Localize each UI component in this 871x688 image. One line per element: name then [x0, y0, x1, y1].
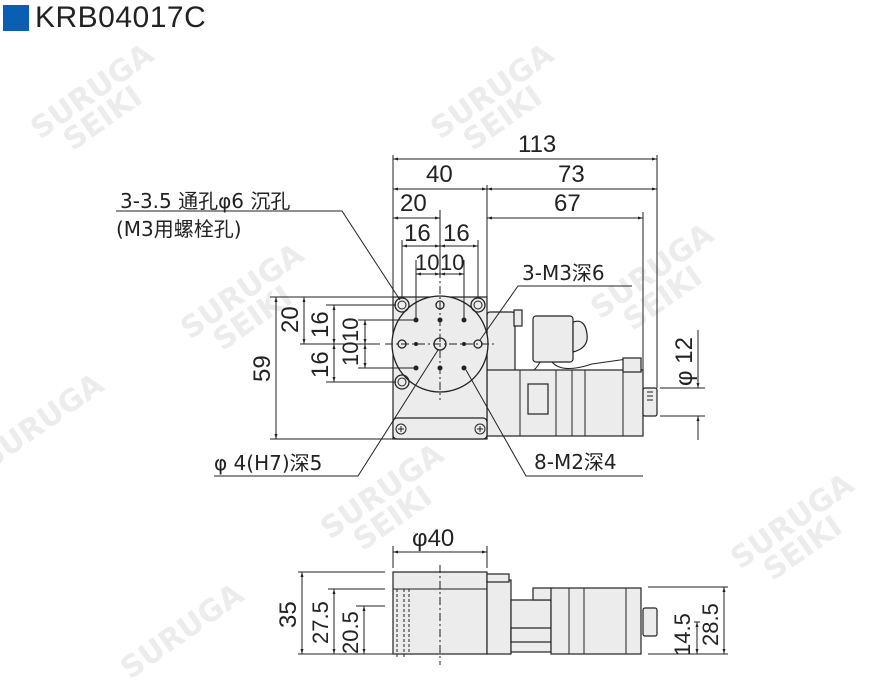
svg-text:10: 10: [338, 342, 363, 366]
svg-text:28.5: 28.5: [698, 603, 723, 646]
svg-text:10: 10: [415, 250, 439, 275]
svg-text:20: 20: [277, 306, 304, 333]
svg-text:8-M2深4: 8-M2深4: [534, 450, 617, 474]
svg-text:40: 40: [426, 161, 453, 188]
svg-text:73: 73: [558, 161, 585, 188]
svg-text:16: 16: [443, 220, 470, 247]
title-marker-square: [3, 5, 29, 31]
svg-text:10: 10: [338, 318, 363, 342]
svg-text:φ40: φ40: [412, 525, 454, 552]
model-number: KRB04017C: [35, 1, 207, 34]
svg-text:14.5: 14.5: [670, 613, 695, 656]
side-view: φ40 35 27.5 20.5 28.5 14.5: [275, 525, 728, 665]
svg-text:20: 20: [400, 190, 427, 217]
svg-text:(M3用螺栓孔): (M3用螺栓孔): [116, 217, 242, 241]
svg-text:φ 12: φ 12: [671, 337, 698, 386]
svg-text:16: 16: [307, 311, 334, 338]
svg-text:φ 4(H7)深5: φ 4(H7)深5: [214, 451, 322, 475]
svg-text:16: 16: [404, 220, 431, 247]
callout-notes: 3-3.5 通孔φ6 沉孔 (M3用螺栓孔) 3-M3深6 φ 4(H7)深5 …: [116, 189, 643, 477]
svg-text:59: 59: [249, 355, 276, 382]
svg-text:113: 113: [518, 131, 556, 158]
svg-text:16: 16: [307, 351, 334, 378]
top-vertical-dimensions: 59 20 16 16 10 10 φ 12: [249, 296, 705, 440]
svg-text:SURUGA: SURUGA: [115, 576, 251, 686]
svg-text:20.5: 20.5: [338, 611, 363, 654]
svg-text:SURUGA: SURUGA: [0, 366, 111, 476]
svg-text:35: 35: [275, 601, 302, 628]
product-title: KRB04017C: [3, 1, 207, 34]
top-horizontal-dimensions: 113 40 73 67 20 16 16 10 10: [392, 131, 658, 388]
svg-text:27.5: 27.5: [308, 601, 333, 644]
svg-text:10: 10: [440, 250, 464, 275]
svg-text:3-3.5 通孔φ6 沉孔: 3-3.5 通孔φ6 沉孔: [120, 189, 290, 213]
svg-text:67: 67: [554, 190, 581, 217]
top-view: 113 40 73 67 20 16 16 10 10: [116, 131, 705, 477]
svg-text:3-M3深6: 3-M3深6: [522, 261, 605, 285]
motor-assembly: [486, 309, 658, 437]
